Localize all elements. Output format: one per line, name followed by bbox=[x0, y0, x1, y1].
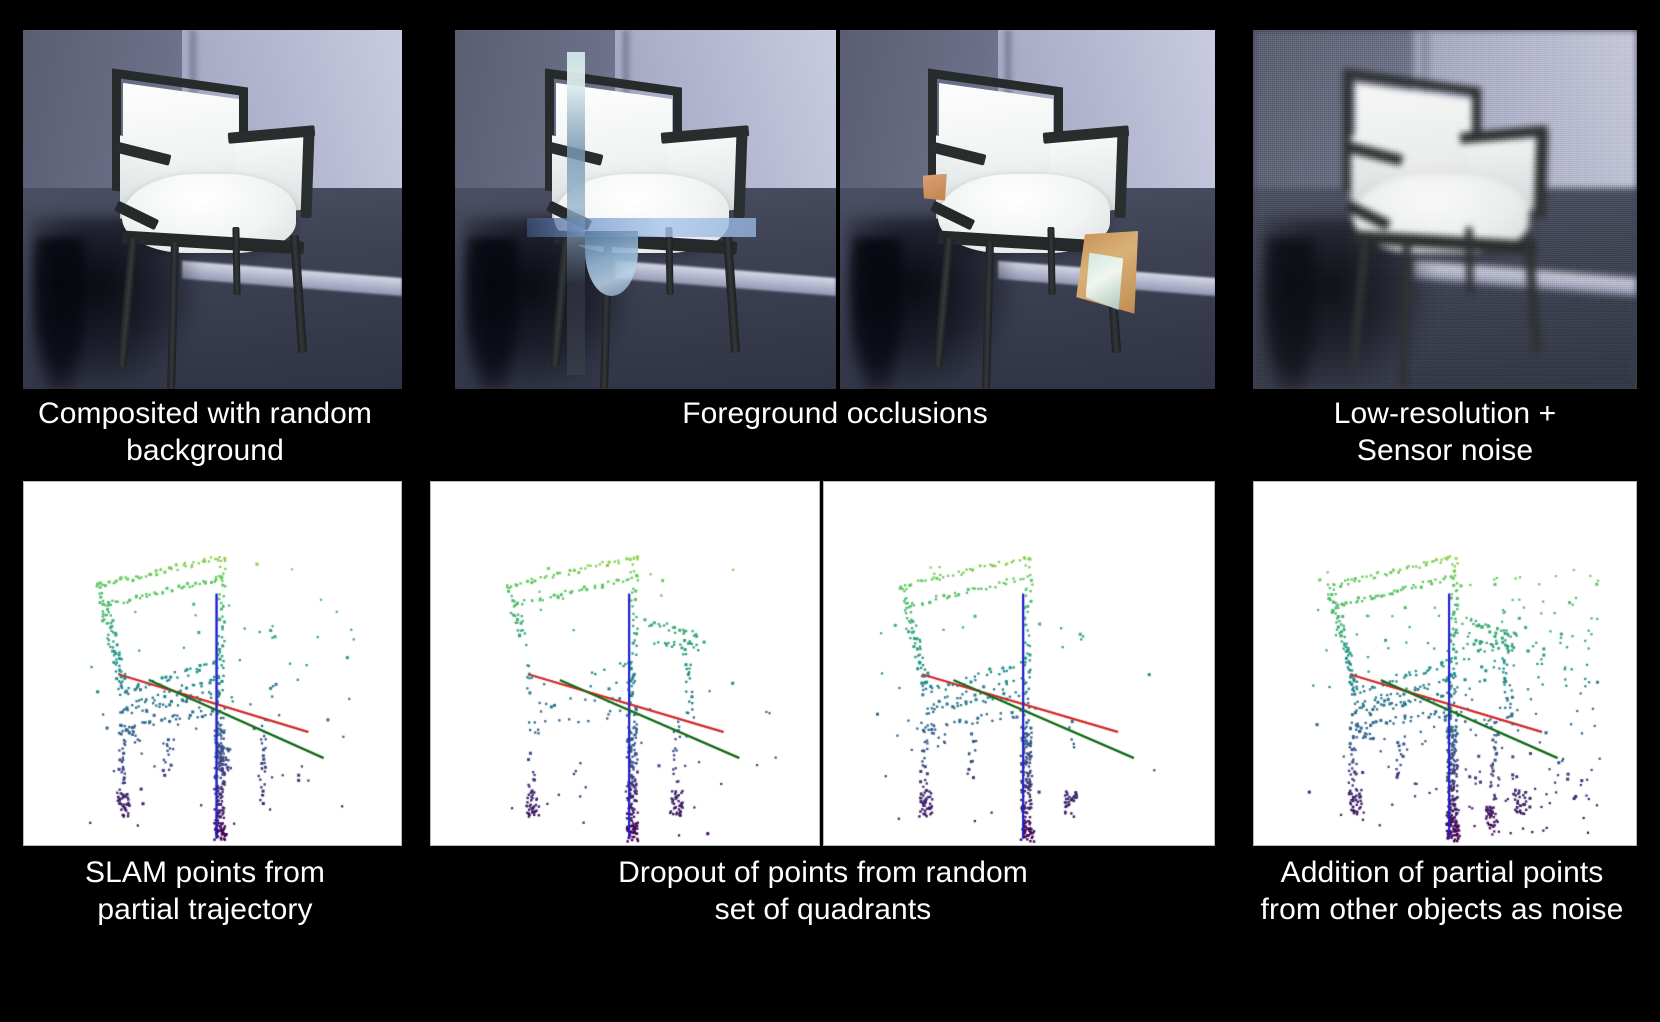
chair-leg-front-right bbox=[289, 234, 308, 354]
chair-right-arm-post bbox=[733, 132, 748, 219]
chair-right-arm-post bbox=[300, 132, 315, 219]
pointcloud-canvas bbox=[824, 482, 1214, 845]
pointcloud-canvas bbox=[431, 482, 819, 845]
rgb-panel-lowres-sensor-noise bbox=[1253, 30, 1637, 389]
chair-leg-back-right bbox=[1047, 227, 1056, 296]
caption-dropout-quadrants: Dropout of points from random set of qua… bbox=[618, 856, 1028, 926]
occluder-horizontal-bar bbox=[527, 218, 756, 238]
pointcloud-canvas bbox=[1254, 482, 1636, 845]
rendered-scene bbox=[1253, 30, 1637, 389]
caption-lowres-sensor-noise: Low-resolution + Sensor noise bbox=[1333, 397, 1557, 467]
chair-object bbox=[840, 30, 1215, 389]
rendered-scene bbox=[23, 30, 402, 389]
pointcloud-panel-dropout-a bbox=[430, 481, 820, 846]
chair-object bbox=[455, 30, 836, 389]
chair-leg-front-left bbox=[933, 238, 954, 368]
rgb-panel-composited-background bbox=[23, 30, 402, 389]
chair-right-arm-post bbox=[1114, 132, 1129, 219]
caption-composited-background: Composited with random background bbox=[37, 397, 373, 467]
pointcloud-panel-dropout-b bbox=[823, 481, 1215, 846]
occluder-small-patch bbox=[922, 173, 947, 201]
chair-object bbox=[1253, 30, 1637, 389]
occluder-vertical-bar bbox=[567, 51, 585, 375]
chair-leg-front-right bbox=[723, 234, 741, 354]
chair-object bbox=[23, 30, 402, 389]
rendered-scene bbox=[840, 30, 1215, 389]
chair-leg-back-left bbox=[166, 241, 179, 389]
rgb-panel-foreground-occlusions-bars bbox=[455, 30, 836, 389]
caption-foreground-occlusions: Foreground occlusions bbox=[682, 397, 988, 430]
sensor-noise-overlay bbox=[1253, 30, 1637, 389]
caption-addition-partial-points: Addition of partial points from other ob… bbox=[1260, 856, 1624, 926]
pointcloud-panel-noise-added bbox=[1253, 481, 1637, 846]
chair-leg-back-left bbox=[982, 241, 995, 389]
caption-slam-partial-trajectory: SLAM points from partial trajectory bbox=[84, 856, 326, 926]
pointcloud-canvas bbox=[24, 482, 401, 845]
pointcloud-panel-slam-partial-trajectory bbox=[23, 481, 402, 846]
rgb-panel-foreground-occlusions-patches bbox=[840, 30, 1215, 389]
chair-leg-front-left bbox=[117, 238, 138, 368]
rendered-scene bbox=[455, 30, 836, 389]
